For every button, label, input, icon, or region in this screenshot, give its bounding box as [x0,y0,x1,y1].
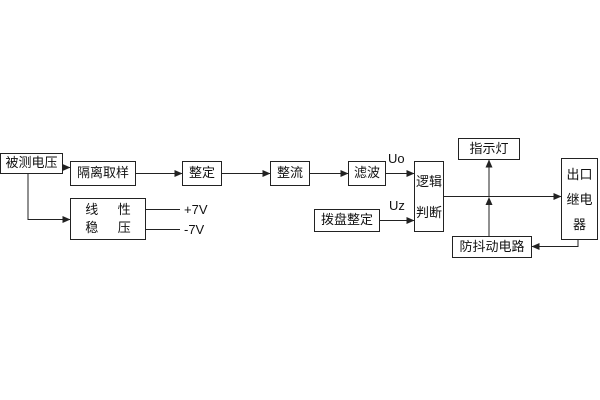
block-rectifier: 整流 [270,161,310,186]
block-dial-setting: 拨盘整定 [314,209,380,232]
block-measured-voltage: 被测电压 [0,153,63,174]
block-linear-regulator-line2: 稳 压 [85,219,139,235]
block-linear-regulator: 线 性 稳 压 [70,198,146,240]
signal-label-plus-7v: +7V [184,202,208,217]
wire-input-branch-to-regulator [27,174,71,223]
block-setting: 整定 [182,161,222,186]
signal-label-uo: Uo [388,151,405,166]
block-indicator-lamp: 指示灯 [458,138,520,160]
wire-relay-to-antijitter [531,240,579,250]
block-logic-judgment: 逻辑判断 [414,161,444,232]
block-filter: 滤波 [348,161,386,186]
block-isolation-sampling: 隔离取样 [70,161,136,186]
block-anti-jitter-circuit: 防抖动电路 [452,236,532,258]
block-output-relay-label: 出口继电器 [566,166,593,232]
signal-label-uz: Uz [389,198,405,213]
signal-label-minus-7v: -7V [184,222,205,237]
block-linear-regulator-line1: 线 性 [85,201,139,217]
block-logic-judgment-label: 逻辑判断 [415,173,442,220]
block-output-relay: 出口继电器 [561,158,598,240]
